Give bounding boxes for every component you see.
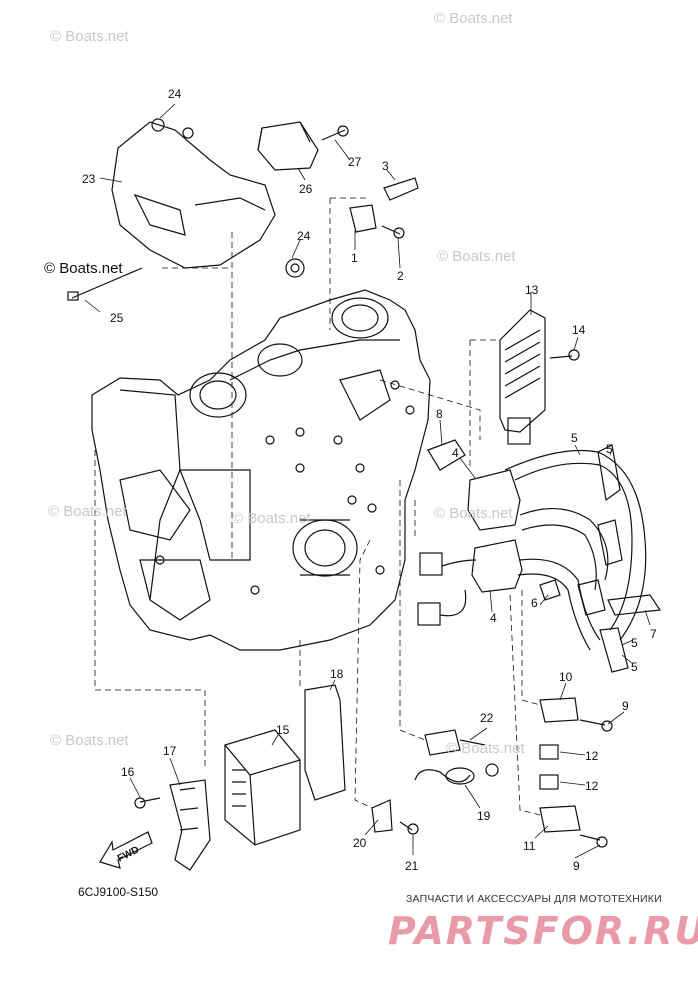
callout-19: 19	[477, 809, 491, 823]
callout-27: 27	[348, 155, 362, 169]
watermark: © Boats.net	[44, 260, 123, 277]
callout-25: 25	[110, 311, 124, 325]
callout-24: 24	[168, 87, 182, 101]
callout-9a: 9	[622, 699, 629, 713]
brand-logo: PARTSFOR.RU	[388, 909, 698, 953]
callout-5a: 5	[571, 431, 578, 445]
callout-5d: 5	[631, 660, 638, 674]
callout-5c: 5	[631, 636, 638, 650]
callout-1: 1	[351, 251, 358, 265]
watermark: © Boats.net	[50, 732, 129, 749]
callout-11: 11	[523, 839, 536, 853]
callout-4a: 4	[452, 446, 459, 460]
callout-12a: 12	[585, 749, 599, 763]
callout-17: 17	[163, 744, 177, 758]
callout-9b: 9	[573, 859, 580, 873]
callout-8: 8	[436, 407, 443, 421]
callout-21: 21	[405, 859, 419, 873]
callout-7: 7	[650, 627, 657, 641]
callout-3: 3	[382, 159, 389, 173]
brand-tagline: ЗАПЧАСТИ И АКСЕССУАРЫ ДЛЯ МОТОТЕХНИКИ	[406, 893, 662, 905]
plug-lead-1	[504, 449, 647, 641]
engine-cover	[111, 121, 276, 269]
callout-14: 14	[572, 323, 586, 337]
watermark: © Boats.net	[50, 28, 129, 45]
callout-26: 26	[299, 182, 313, 196]
engine-block	[91, 289, 431, 651]
callout-16: 16	[121, 765, 135, 779]
callout-13: 13	[525, 283, 539, 297]
ignition-coil-lower	[471, 539, 523, 593]
callout-18: 18	[330, 667, 344, 681]
callout-22: 22	[480, 711, 494, 725]
watermark: © Boats.net	[434, 505, 513, 522]
bracket-26	[257, 121, 319, 171]
watermark: © Boats.net	[232, 510, 311, 527]
callout-12b: 12	[585, 779, 599, 793]
callout-20: 20	[353, 836, 367, 850]
callout-5b: 5	[606, 442, 613, 456]
watermark: © Boats.net	[48, 503, 127, 520]
callout-2: 2	[397, 269, 404, 283]
callout-24b: 24	[297, 229, 311, 243]
callout-15: 15	[276, 723, 290, 737]
fwd-arrow	[99, 831, 153, 869]
watermark: © Boats.net	[437, 248, 516, 265]
diagram-reference-code: 6CJ9100-S150	[78, 885, 159, 899]
watermark: © Boats.net	[446, 740, 525, 757]
ignition-coil-upper	[467, 469, 521, 531]
callout-4b: 4	[490, 611, 497, 625]
ecu-15	[224, 729, 301, 846]
callout-10: 10	[559, 670, 573, 684]
callout-6: 6	[531, 596, 538, 610]
rectifier-13	[499, 309, 546, 433]
watermark: © Boats.net	[434, 10, 513, 27]
callout-23: 23	[82, 172, 96, 186]
